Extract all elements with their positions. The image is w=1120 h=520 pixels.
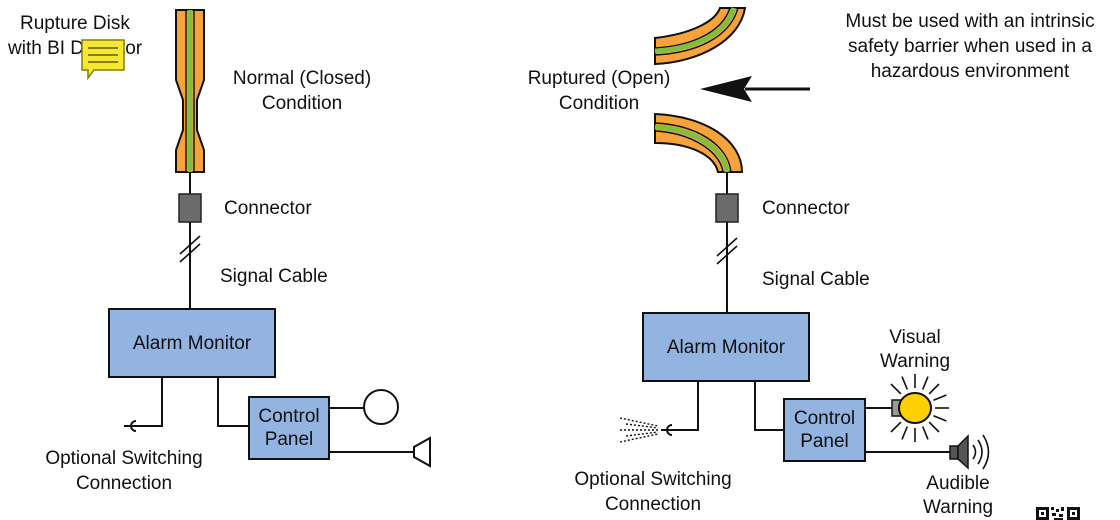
- control-panel-line1: Control: [793, 408, 856, 429]
- bulb-glass: [898, 392, 932, 424]
- cable-break-mark: [179, 243, 201, 263]
- switching-label-right-line1: Optional Switching: [574, 469, 732, 490]
- rupture-disk-open-bottom: [654, 112, 744, 173]
- switching-label-left-line2: Connection: [75, 473, 173, 494]
- normal-condition-line1: Normal (Closed): [232, 68, 372, 89]
- connector-label-left: Connector: [224, 198, 312, 219]
- control-panel-left: Control Panel: [248, 396, 330, 460]
- rupture-disk-open-top: [654, 7, 747, 66]
- switching-label-left-line1: Optional Switching: [45, 448, 203, 469]
- bulb-ray: [921, 376, 929, 390]
- safety-note-line1: Must be used with an intrinsic: [845, 11, 1095, 32]
- speaker-icon: [949, 434, 990, 470]
- control-panel-line2: Panel: [264, 429, 314, 450]
- ruptured-condition-line1: Ruptured (Open): [527, 68, 671, 89]
- signal-cable-label-right: Signal Cable: [762, 269, 870, 290]
- visual-warning-line1: Visual: [889, 327, 941, 348]
- visual-warning-line2: Warning: [879, 351, 951, 372]
- arrow-head: [700, 76, 752, 102]
- bulb-ray: [933, 414, 947, 422]
- wire: [136, 378, 163, 427]
- switching-label-right-line2: Connection: [604, 494, 702, 515]
- wire: [672, 382, 699, 431]
- alarm-monitor-right: Alarm Monitor: [642, 312, 810, 382]
- connector-left: [178, 193, 202, 223]
- bulb-ray: [890, 383, 902, 395]
- normal-condition-line2: Condition: [261, 93, 343, 114]
- cable-break-mark: [716, 237, 738, 257]
- bulb-ray: [901, 376, 909, 390]
- bulb-ray: [901, 426, 909, 440]
- bulb-ray: [928, 421, 940, 433]
- alarm-monitor-label: Alarm Monitor: [666, 336, 786, 358]
- ruptured-condition-line2: Condition: [558, 93, 640, 114]
- lamp-icon: [363, 389, 399, 425]
- cable-break-mark: [716, 245, 738, 265]
- bulb-ray: [921, 426, 929, 440]
- rupture-disk-closed: [175, 9, 205, 173]
- switch-terminal-right: [661, 424, 673, 436]
- cable-break-mark: [179, 235, 201, 255]
- bulb-ray: [890, 421, 902, 433]
- alarm-monitor-label: Alarm Monitor: [132, 332, 252, 354]
- connector-right: [715, 193, 739, 223]
- connector-label-right: Connector: [762, 198, 850, 219]
- audible-warning-line1: Audible: [926, 473, 990, 494]
- control-panel-line1: Control: [258, 406, 320, 427]
- safety-note-line2: safety barrier when used in a: [848, 36, 1092, 57]
- safety-note-line3: hazardous environment: [870, 61, 1070, 82]
- control-panel-right: Control Panel: [783, 398, 866, 462]
- bulb-ray: [933, 394, 947, 402]
- bulb-ray: [928, 383, 940, 395]
- switch-terminal-left: [124, 420, 137, 432]
- horn-icon: [413, 436, 431, 468]
- lightbulb-icon: [890, 374, 949, 442]
- control-panel-line2: Panel: [800, 431, 849, 452]
- comment-note-icon[interactable]: [80, 38, 126, 80]
- qr-code-icon: [1036, 507, 1080, 520]
- wire: [217, 378, 248, 427]
- alarm-monitor-left: Alarm Monitor: [108, 308, 276, 378]
- wire: [754, 382, 783, 431]
- disk-label-line1: Rupture Disk: [20, 13, 130, 34]
- audible-warning-line2: Warning: [922, 497, 994, 518]
- signal-emission-icon: [619, 417, 659, 443]
- signal-cable-label-left: Signal Cable: [220, 266, 328, 287]
